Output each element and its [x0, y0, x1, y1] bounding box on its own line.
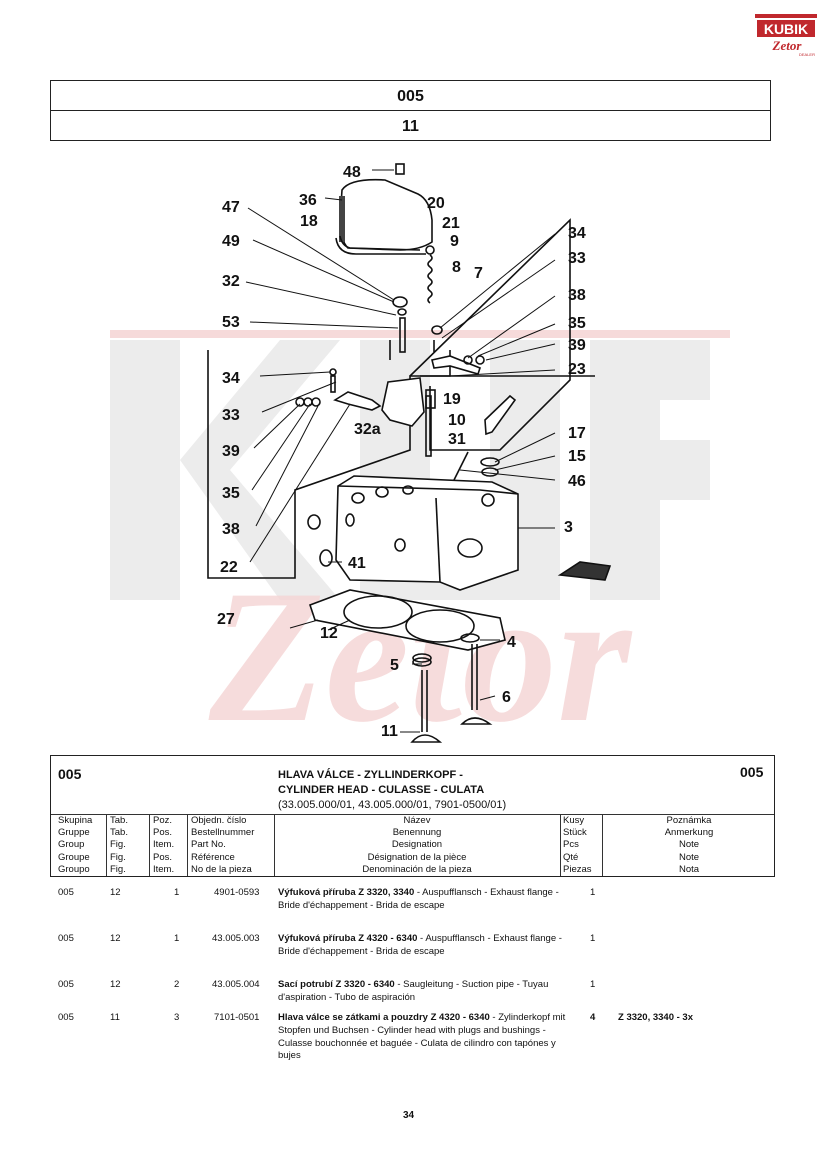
row-tab: 12	[110, 979, 121, 990]
row-tab: 11	[110, 1012, 120, 1023]
svg-text:8: 8	[452, 259, 461, 276]
svg-text:48: 48	[343, 164, 361, 181]
svg-text:41: 41	[348, 555, 366, 572]
svg-text:39: 39	[568, 337, 586, 354]
kubik-zetor-logo: KUBIK Zetor DEALER	[755, 14, 817, 58]
svg-text:38: 38	[222, 521, 240, 538]
row-tab: 12	[110, 887, 121, 898]
svg-text:49: 49	[222, 233, 240, 250]
svg-text:31: 31	[448, 431, 466, 448]
svg-text:35: 35	[222, 485, 240, 502]
svg-text:15: 15	[568, 448, 586, 465]
svg-text:11: 11	[381, 723, 398, 740]
col-divider	[274, 814, 275, 876]
svg-text:33: 33	[568, 250, 586, 267]
svg-text:4: 4	[507, 634, 516, 651]
svg-text:9: 9	[450, 233, 459, 250]
svg-text:46: 46	[568, 473, 586, 490]
svg-text:12: 12	[320, 625, 338, 642]
group-code-left: 005	[58, 766, 82, 782]
col-divider	[602, 814, 603, 876]
svg-text:47: 47	[222, 199, 240, 216]
col-divider	[149, 814, 150, 876]
svg-text:19: 19	[443, 391, 461, 408]
row-pos: 1	[174, 933, 180, 944]
group-header: 005	[50, 80, 771, 111]
col-divider	[187, 814, 188, 876]
svg-text:53: 53	[222, 314, 240, 331]
svg-text:20: 20	[427, 195, 445, 212]
svg-text:3: 3	[564, 519, 573, 536]
col-divider	[106, 814, 107, 876]
col-header-pos: Poz.Pos.Item.Pos.Item.	[153, 815, 175, 875]
svg-text:DEALER: DEALER	[799, 52, 815, 57]
svg-text:7: 7	[474, 265, 483, 282]
svg-text:35: 35	[568, 315, 586, 332]
row-qty: 1	[590, 887, 596, 898]
page-number: 34	[403, 1110, 415, 1121]
row-pos: 2	[174, 979, 180, 990]
row-partno: 4901-0593	[214, 887, 260, 898]
col-header-tab: Tab.Tab.Fig.Fig.Fig.	[110, 815, 128, 875]
svg-text:Zetor: Zetor	[208, 552, 633, 750]
svg-text:34: 34	[568, 225, 586, 242]
table-row: 005	[58, 979, 74, 990]
row-qty: 1	[590, 979, 596, 990]
svg-text:21: 21	[442, 215, 460, 232]
svg-text:5: 5	[390, 657, 399, 674]
parts-table-frame	[50, 755, 775, 877]
svg-text:22: 22	[220, 559, 238, 576]
svg-text:6: 6	[502, 689, 511, 706]
group-code-right: 005	[740, 764, 764, 780]
header-divider	[51, 814, 774, 815]
svg-text:17: 17	[568, 425, 586, 442]
svg-text:Zetor: Zetor	[772, 38, 803, 53]
row-partno: 43.005.004	[212, 979, 260, 990]
table-row: 005	[58, 887, 74, 898]
section-title-line3: (33.005.000/01, 43.005.000/01, 7901-0500…	[278, 799, 507, 811]
row-description: Sací potrubí Z 3320 - 6340 - Saugleitung…	[278, 979, 549, 1003]
row-pos: 3	[174, 1012, 180, 1023]
section-title-line2: CYLINDER HEAD - CULASSE - CULATA	[278, 784, 485, 796]
svg-text:32: 32	[222, 273, 240, 290]
svg-text:38: 38	[568, 287, 586, 304]
row-qty: 1	[590, 933, 596, 944]
svg-text:23: 23	[568, 361, 586, 378]
svg-text:32a: 32a	[354, 421, 381, 438]
row-pos: 1	[174, 887, 180, 898]
svg-text:36: 36	[299, 192, 317, 209]
col-divider	[560, 814, 561, 876]
row-description: Výfuková příruba Z 3320, 3340 - Auspuffl…	[278, 887, 559, 911]
row-description: Výfuková příruba Z 4320 - 6340 - Auspuff…	[278, 933, 562, 957]
row-qty: 4	[590, 1012, 596, 1023]
svg-text:34: 34	[222, 370, 240, 387]
table-row: 005	[58, 1012, 74, 1023]
row-partno: 43.005.003	[212, 933, 260, 944]
exploded-parts-diagram: 48 36 20 47 18 21 9 49 8 7 32 34 33 38 5…	[150, 150, 670, 750]
svg-text:27: 27	[217, 611, 235, 628]
table-header: 11	[50, 110, 771, 141]
row-note: Z 3320, 3340 - 3x	[618, 1012, 693, 1023]
svg-text:33: 33	[222, 407, 240, 424]
svg-text:10: 10	[448, 412, 466, 429]
row-tab: 12	[110, 933, 121, 944]
table-row: 005	[58, 933, 74, 944]
row-description: Hlava válce se zátkami a pouzdry Z 4320 …	[278, 1012, 566, 1062]
row-partno: 7101-0501	[214, 1012, 260, 1023]
svg-text:KUBIK: KUBIK	[764, 21, 808, 37]
section-title-line1: HLAVA VÁLCE - ZYLLINDERKOPF -	[278, 769, 463, 781]
svg-text:39: 39	[222, 443, 240, 460]
svg-text:18: 18	[300, 213, 318, 230]
